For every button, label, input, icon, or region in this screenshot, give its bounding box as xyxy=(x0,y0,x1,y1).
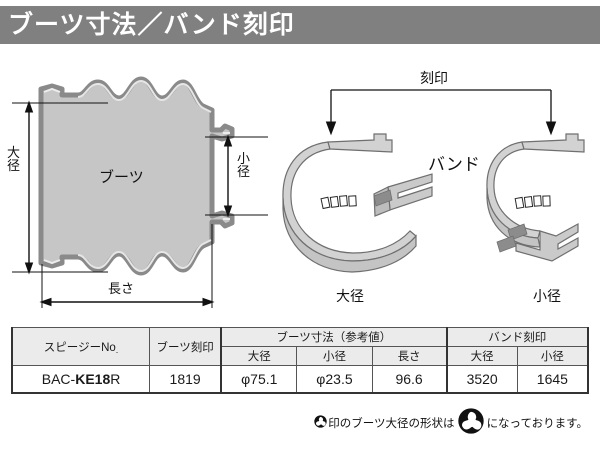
band-small-head xyxy=(521,133,585,153)
boot-length-label: 長さ xyxy=(108,281,135,296)
spec-table: スピージーNo. ブーツ刻印 ブーツ寸法（参考値） バンド刻印 大径 小径 長さ… xyxy=(11,327,590,394)
cell-band-large: 3520 xyxy=(445,365,518,394)
boot-body-label: ブーツ xyxy=(99,169,144,186)
header-speasy-no-suffix: . xyxy=(115,344,119,355)
header-boot-stamp: ブーツ刻印 xyxy=(149,327,222,366)
boot-bellows-highlight-top xyxy=(77,80,212,113)
band-large-stamp-boxes xyxy=(320,195,357,210)
header-band-large: 大径 xyxy=(445,346,518,366)
footnote: 印のブーツ大径の形状は になっております。 xyxy=(0,408,600,437)
boot-illustration xyxy=(38,76,235,276)
table-header-row-1: スピージーNo. ブーツ刻印 ブーツ寸法（参考値） バンド刻印 xyxy=(11,327,590,366)
boot-large-cuff-highlight-2 xyxy=(43,259,61,265)
diagram-svg xyxy=(12,76,585,308)
boot-small-dia-dimension xyxy=(205,134,268,218)
diagram-figure: 大径 小径 ブーツ 長さ 刻印 バンド 大径 小径 xyxy=(0,46,600,321)
footnote-text-after: になっております。 xyxy=(486,417,588,430)
boot-large-cuff-highlight xyxy=(43,87,61,93)
spec-table-head: スピージーNo. ブーツ刻印 ブーツ寸法（参考値） バンド刻印 大径 小径 長さ… xyxy=(11,327,590,366)
band-large-illustration xyxy=(282,133,433,273)
header-boot-dims-group: ブーツ寸法（参考値） xyxy=(220,327,448,347)
cell-boot-small: φ23.5 xyxy=(296,365,373,394)
band-small-tail xyxy=(515,222,579,262)
speasy-no-suffix: R xyxy=(110,371,121,387)
page-header-bar: ブーツ寸法／バンド刻印 xyxy=(0,6,600,44)
cell-speasy-no: BAC-KE18R xyxy=(11,365,151,394)
band-large-label: 大径 xyxy=(336,288,364,304)
band-small-illustration xyxy=(486,133,585,262)
spec-table-body: BAC-KE18R 1819 φ75.1 φ23.5 96.6 3520 164… xyxy=(11,365,589,394)
band-large-lug xyxy=(373,189,393,207)
header-boot-small: 小径 xyxy=(296,346,373,366)
cell-boot-length: 96.6 xyxy=(371,365,448,394)
stamp-callout-bracket xyxy=(325,89,557,136)
speasy-no-bold: KE18 xyxy=(75,371,111,387)
speasy-no-prefix: BAC- xyxy=(41,371,76,387)
header-boot-length: 長さ xyxy=(371,346,448,366)
band-large-tail xyxy=(387,173,433,211)
cell-boot-large: φ75.1 xyxy=(220,365,298,394)
header-boot-large: 大径 xyxy=(220,346,298,366)
boot-small-dia-label: 小径 xyxy=(236,151,250,180)
footnote-text-before: 印のブーツ大径の形状は xyxy=(328,417,455,430)
trefoil-shape-icon-small xyxy=(314,414,327,431)
boot-large-dia-label: 大径 xyxy=(6,145,20,174)
band-small-lug-2 xyxy=(496,235,517,253)
boot-large-dia-dimension xyxy=(12,100,108,275)
header-band-small: 小径 xyxy=(516,346,589,366)
stamp-label: 刻印 xyxy=(420,70,448,86)
band-small-stamp-boxes xyxy=(514,195,551,210)
page-title: ブーツ寸法／バンド刻印 xyxy=(8,10,295,39)
band-large-wall xyxy=(282,197,417,273)
boot-length-dimension xyxy=(39,224,215,308)
boot-body-shape xyxy=(38,76,235,276)
band-small-label: 小径 xyxy=(533,288,561,304)
cell-boot-stamp: 1819 xyxy=(149,365,222,394)
boot-bellows-highlight-bottom xyxy=(77,239,212,272)
trefoil-shape-icon-large xyxy=(457,408,484,437)
band-large-head xyxy=(327,133,393,153)
header-speasy-no: スピージーNo. xyxy=(11,327,151,366)
table-header-row-2: 大径 小径 長さ 大径 小径 xyxy=(12,346,589,366)
bands-group-label: バンド xyxy=(428,155,480,174)
header-band-stamp-group: バンド刻印 xyxy=(445,327,590,347)
cell-band-small: 1645 xyxy=(516,365,589,394)
table-row: BAC-KE18R 1819 φ75.1 φ23.5 96.6 3520 164… xyxy=(11,365,589,394)
